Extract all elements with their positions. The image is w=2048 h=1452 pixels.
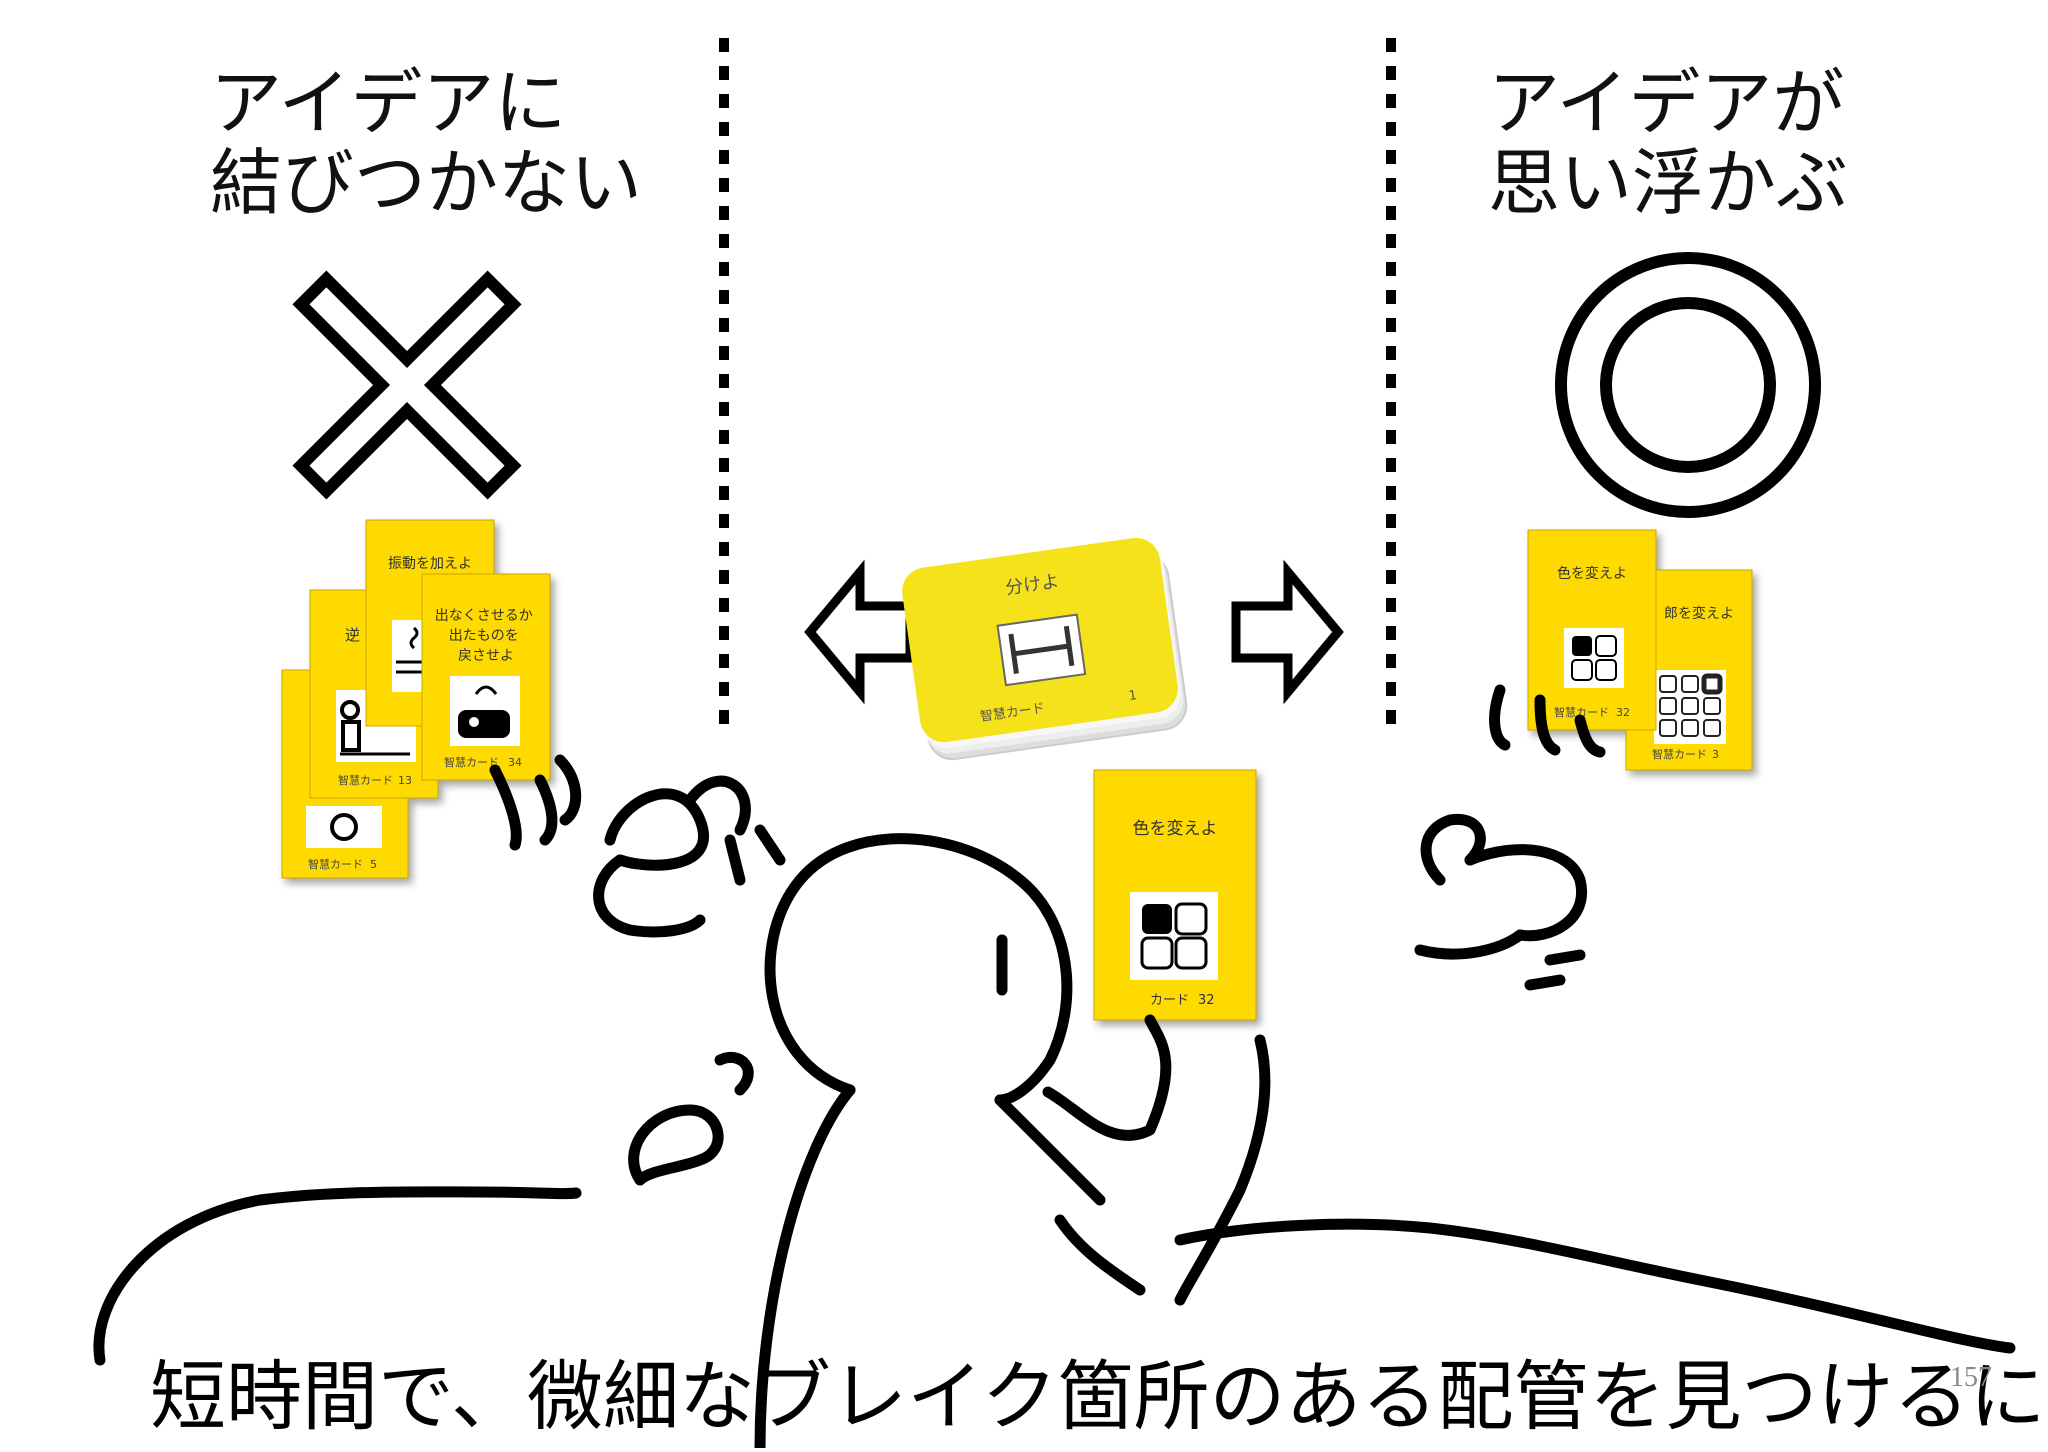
right-card-stack: 郎を変えよ 智慧カード 3 色を変えよ 智慧: [1527, 529, 1753, 771]
right-card-32-title: 色を変えよ: [1557, 565, 1627, 582]
held-card-footer: カード: [1150, 993, 1189, 1008]
left-card-13-footer: 智慧カード: [338, 773, 393, 787]
left-card-34-footer: 智慧カード: [444, 755, 499, 769]
card-deck: 分けよ 智慧カード 1: [902, 537, 1188, 761]
right-card-3-footer: 智慧カード: [1652, 747, 1707, 761]
right-card-3-number: 3: [1712, 748, 1719, 761]
page-number: 157: [1950, 1362, 1992, 1393]
left-card-13-number: 13: [398, 774, 412, 787]
held-card-number: 32: [1198, 993, 1215, 1008]
person-drawing: [93, 684, 2016, 1452]
arrow-left-icon: [804, 559, 915, 705]
caption: 短時間で、微細なブレイク箇所のある配管を見つけるには: [150, 1352, 2048, 1441]
cross-icon: [292, 270, 522, 500]
left-card-vibration-title: 振動を加えよ: [388, 556, 472, 572]
left-card-5-footer: 智慧カード: [308, 857, 363, 871]
right-heading-line1: アイデアが: [1488, 61, 1845, 145]
right-heading-line2: 思い浮かぶ: [1488, 141, 1849, 225]
right-card-3-title: 郎を変えよ: [1664, 605, 1734, 622]
left-card-34-title: 出なくさせるか 出たものを 戻させよ: [435, 608, 537, 664]
held-card: 色を変えよ カード 32: [1093, 769, 1257, 1021]
left-heading-line2: 結びつかない: [210, 141, 643, 225]
right-card-32: 色を変えよ 智慧カード 32: [1527, 529, 1657, 731]
right-card-32-number: 32: [1616, 706, 1630, 719]
left-card-5-number: 5: [370, 858, 377, 871]
double-circle-icon: [1555, 252, 1821, 518]
held-card-title: 色を変えよ: [1133, 819, 1218, 839]
right-card-32-footer: 智慧カード: [1554, 705, 1609, 719]
left-card-34: 出なくさせるか 出たものを 戻させよ 智慧カード 34: [421, 573, 551, 781]
left-heading-line1: アイデアに: [210, 61, 567, 145]
deck-card-number: 1: [1128, 688, 1138, 704]
left-card-stack: 智慧カード 5 逆 智慧カード 13 振動を加えよ 出なくさせるか 出たものを: [281, 519, 551, 879]
left-card-34-number: 34: [508, 756, 522, 769]
left-card-13-title: 逆: [345, 626, 360, 644]
arrow-right-icon: [1231, 559, 1344, 705]
